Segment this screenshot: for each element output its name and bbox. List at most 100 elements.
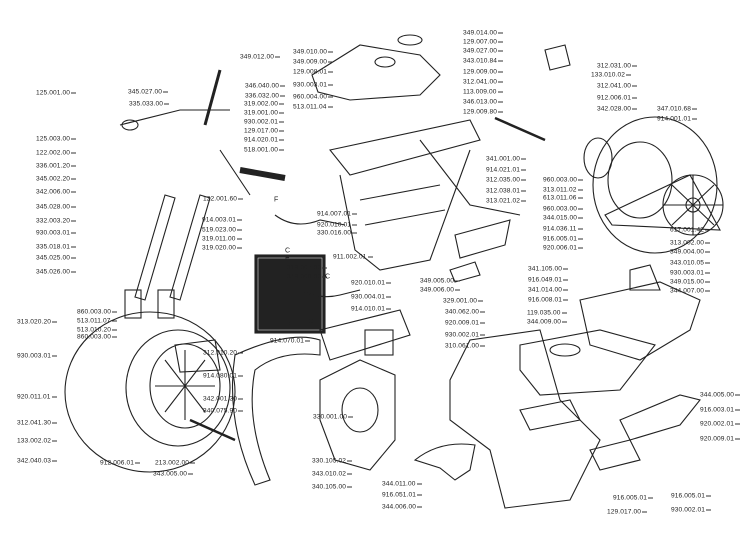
part-number-label: 513.011.07 xyxy=(77,318,117,325)
part-number-label: 916.005.01 xyxy=(613,495,653,502)
part-number-label: 920.002.01 xyxy=(700,421,740,428)
seat-tail xyxy=(519,264,701,396)
part-number-label: 349.008.00 xyxy=(287,274,327,281)
part-number-label: 914.020.01 xyxy=(244,137,284,144)
part-number-label: 342.028.00 xyxy=(597,106,637,113)
engine xyxy=(319,329,396,471)
part-number-label: 341.001.00 xyxy=(486,156,526,163)
part-number-label: 312.035.00 xyxy=(486,177,526,184)
part-number-label: 342.001.30 xyxy=(203,396,243,403)
part-number-label: 346.040.00 xyxy=(245,83,285,90)
part-number-label: 340.075.90 xyxy=(203,408,243,415)
part-number-label: 617.001.42 xyxy=(670,227,710,234)
part-number-label: 513.011.04 xyxy=(293,104,333,111)
coolant-hose-upper xyxy=(274,214,346,226)
part-number-label: 916.005.01 xyxy=(543,236,583,243)
part-number-label: 860.003.00 xyxy=(77,309,117,316)
part-number-label: 914.007.01 xyxy=(317,211,357,218)
part-number-label: 920.006.01 xyxy=(543,245,583,252)
connector-letter-label: C xyxy=(308,318,314,326)
part-number-label: 916.003.01 xyxy=(700,407,740,414)
part-number-label: 912.006.01 xyxy=(597,95,637,102)
part-number-label: 129.009.00 xyxy=(463,69,503,76)
part-number-label: 345.028.00 xyxy=(36,204,76,211)
part-number-label: 347.010.68 xyxy=(657,106,697,113)
part-number-label: 930.003.01 xyxy=(670,270,710,277)
part-number-label: 313.002.00 xyxy=(670,240,710,247)
part-number-label: 349.004.00 xyxy=(670,249,710,256)
part-number-label: 344.011.00 xyxy=(382,481,422,488)
handlebars xyxy=(119,69,286,196)
part-number-label: 335.033.00 xyxy=(129,101,169,108)
part-number-label: 310.061.00 xyxy=(445,343,485,350)
connector-letter-label: E xyxy=(285,255,290,263)
rear-wheel xyxy=(592,116,724,254)
part-number-label: 930.003.01 xyxy=(17,353,57,360)
part-number-label: 341.014.00 xyxy=(528,287,568,294)
part-number-label: 920.009.01 xyxy=(700,436,740,443)
part-number-label: 343.010.02 xyxy=(312,471,352,478)
part-number-label: 122.002.00 xyxy=(36,150,76,157)
part-number-label: 125.001.00 xyxy=(36,90,76,97)
part-number-label: 319.001.00 xyxy=(244,110,284,117)
part-number-label: 930.002.01 xyxy=(671,507,711,514)
part-number-label: 912.006.01 xyxy=(100,460,140,467)
part-number-label: 319.011.00 xyxy=(202,236,242,243)
part-number-label: 914.010.01 xyxy=(351,306,391,313)
front-fairing xyxy=(449,329,601,509)
footrest-bracket xyxy=(454,219,511,259)
front-axle xyxy=(189,418,236,442)
connector-letter-label: F xyxy=(274,196,279,204)
part-number-label: 213.002.00 xyxy=(155,460,195,467)
part-number-label: 312.041.00 xyxy=(463,79,503,86)
part-number-label: 332.003.20 xyxy=(36,218,76,225)
part-number-label: 349.027.00 xyxy=(463,48,503,55)
front-fender xyxy=(413,443,476,481)
part-number-label: 960.003.00 xyxy=(543,177,583,184)
part-number-label: 329.001.00 xyxy=(443,298,483,305)
part-number-label: 349.012.00 xyxy=(240,54,280,61)
part-number-label: 342.040.03 xyxy=(17,458,57,465)
part-number-label: 914.021.01 xyxy=(486,167,526,174)
part-number-label: 312.038.01 xyxy=(486,188,526,195)
part-number-label: 518.001.00 xyxy=(244,147,284,154)
part-number-label: 330.016.00 xyxy=(317,230,357,237)
part-number-label: 344.005.00 xyxy=(700,392,740,399)
part-number-label: 920.009.01 xyxy=(445,320,485,327)
part-number-label: 129.007.00 xyxy=(463,39,503,46)
part-number-label: 336.032.00 xyxy=(245,93,285,100)
part-number-label: 349.010.00 xyxy=(293,49,333,56)
part-number-label: 916.051.01 xyxy=(382,492,422,499)
part-number-label: 125.003.00 xyxy=(36,136,76,143)
part-number-label: 914.080.01 xyxy=(203,373,243,380)
connector-letter-label: E xyxy=(288,321,293,329)
part-number-label: 343.010.84 xyxy=(463,58,503,65)
part-number-label: 349.006.00 xyxy=(420,287,460,294)
part-number-label: 914.003.01 xyxy=(202,217,242,224)
connector-letter-label: C xyxy=(285,247,291,255)
part-number-label: 930.003.01 xyxy=(293,82,333,89)
part-number-label: 319.007.00 xyxy=(287,265,327,272)
part-number-label: 920.011.01 xyxy=(17,394,57,401)
part-number-label: 313.011.02 xyxy=(543,187,583,194)
part-number-label: 341.105.00 xyxy=(528,266,568,273)
part-number-label: 916.005.01 xyxy=(671,493,711,500)
part-number-label: 513.010.20 xyxy=(77,327,117,334)
part-number-label: 349.009.00 xyxy=(293,59,333,66)
part-number-label: 930.004.01 xyxy=(351,294,391,301)
part-number-label: 345.026.00 xyxy=(36,269,76,276)
part-number-label: 330.001.00 xyxy=(313,414,353,421)
part-number-label: 129.008.01 xyxy=(293,69,333,76)
part-number-label: 613.011.06 xyxy=(543,195,583,202)
part-number-label: 930.002.01 xyxy=(244,119,284,126)
part-number-label: 133.002.02 xyxy=(17,438,57,445)
part-number-label: 346.013.00 xyxy=(463,99,503,106)
part-number-label: 345.002.20 xyxy=(36,176,76,183)
part-number-label: 335.018.01 xyxy=(36,244,76,251)
front-forks xyxy=(124,194,211,319)
part-number-label: 319.002.00 xyxy=(244,101,284,108)
part-number-label: 349.015.00 xyxy=(670,279,710,286)
part-number-label: 344.007.00 xyxy=(670,288,710,295)
part-number-label: 911.002.01 xyxy=(333,254,373,261)
